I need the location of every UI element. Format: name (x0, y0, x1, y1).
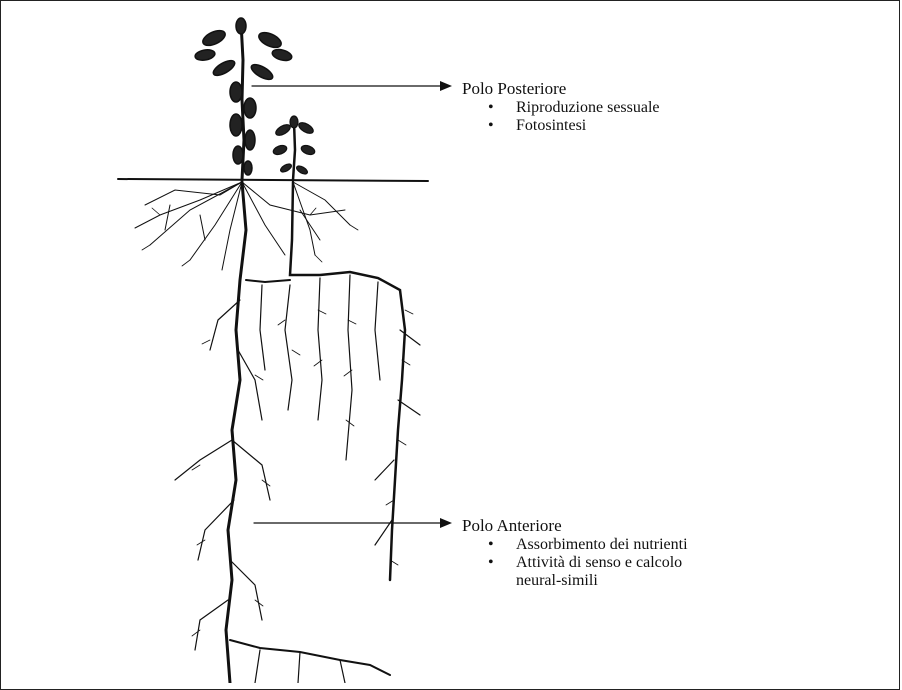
ground-line (118, 179, 428, 181)
list-item-continuation: neural-simili (488, 572, 688, 590)
posterior-pole-list: Riproduzione sessuale Fotosintesi (488, 99, 660, 135)
rootlets (142, 208, 413, 636)
branch-roots (175, 275, 420, 683)
anterior-pole-list: Assorbimento dei nutrienti Attività di s… (488, 536, 688, 590)
anterior-pole-label: Polo Anteriore Assorbimento dei nutrient… (462, 516, 688, 590)
list-item: Attività di senso e calcolo (488, 554, 688, 572)
list-item: Riproduzione sessuale (488, 99, 660, 117)
posterior-pole-title: Polo Posteriore (462, 79, 660, 99)
tap-root (226, 182, 246, 683)
posterior-arrowhead (440, 81, 452, 91)
lateral-root-branch (246, 280, 290, 282)
anterior-arrowhead (440, 518, 452, 528)
list-item: Fotosintesi (488, 117, 660, 135)
small-stem (293, 122, 295, 180)
posterior-pole-label: Polo Posteriore Riproduzione sessuale Fo… (462, 79, 660, 135)
lateral-root (290, 182, 405, 580)
lower-root (230, 640, 390, 675)
anterior-pole-title: Polo Anteriore (462, 516, 688, 536)
list-item: Assorbimento dei nutrienti (488, 536, 688, 554)
